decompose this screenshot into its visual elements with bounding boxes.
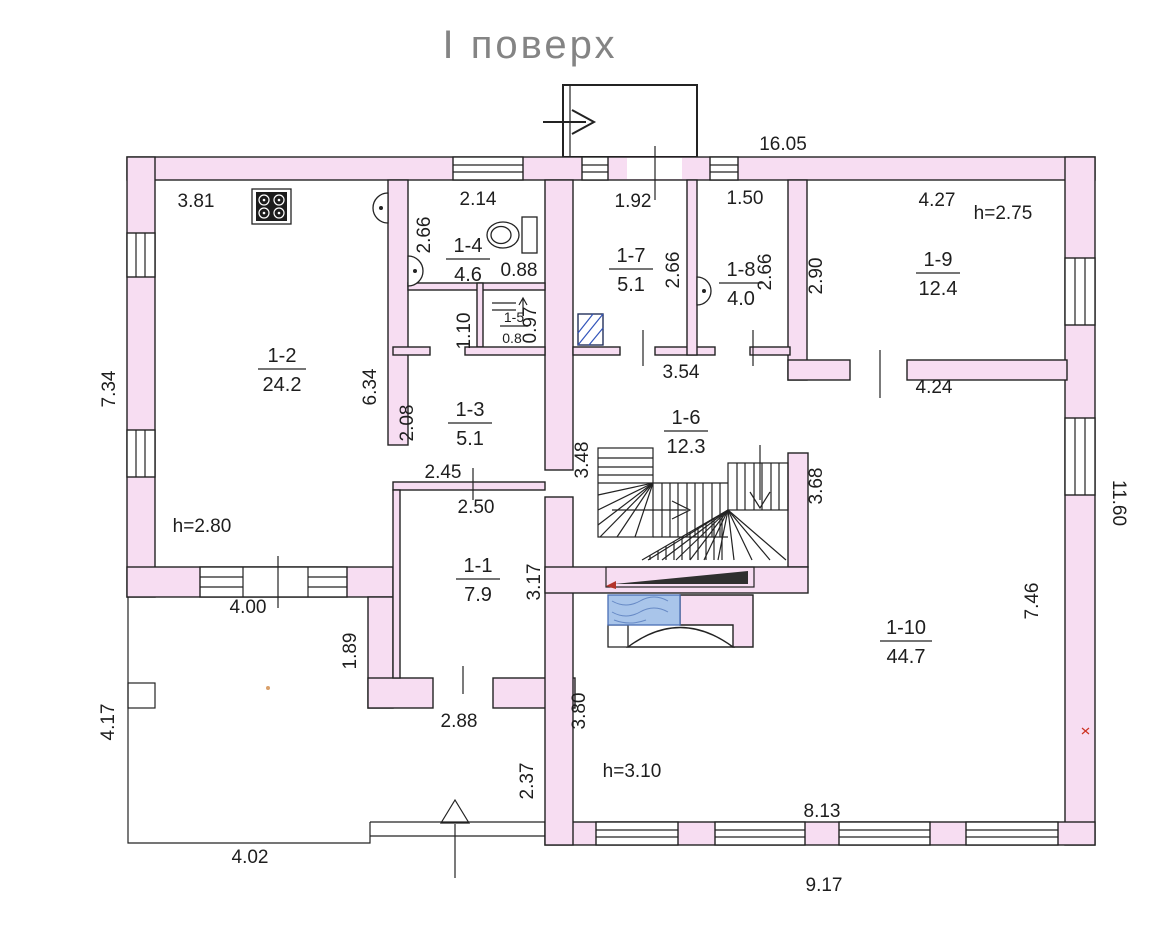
dim-r7-h: 2.66 [663, 252, 684, 289]
page-title: І поверх [443, 23, 618, 67]
dim-passage: 1.89 [340, 633, 361, 670]
toilet-icon [486, 216, 538, 254]
fixtures [251, 188, 712, 346]
stair-section-wedge [614, 571, 748, 584]
svg-text:1-10: 1-10 [886, 617, 926, 639]
dim-r7-w: 1.92 [615, 191, 652, 212]
room-label-1-8: 1-8 4.0 [719, 259, 763, 310]
dim-r10-top: 4.24 [916, 377, 953, 398]
room-label-1-7: 1-7 5.1 [609, 245, 653, 296]
dim-r4-h: 2.66 [414, 217, 435, 254]
dim-r8-w: 1.50 [727, 188, 764, 209]
svg-text:1-2: 1-2 [268, 345, 297, 367]
stairs-down-arrow [749, 491, 771, 510]
windows [126, 156, 1096, 846]
closet-steps [492, 296, 528, 316]
dim-r1-w: 2.50 [458, 497, 495, 518]
wedge-arrow [606, 581, 616, 589]
svg-text:1-8: 1-8 [727, 259, 756, 281]
dim-lobby-w: 1.10 [454, 313, 475, 350]
dim-r2-h: 6.34 [360, 368, 381, 405]
svg-text:0.8: 0.8 [502, 330, 522, 346]
dim-r4-w: 2.14 [460, 189, 497, 210]
dimension-ticks [277, 146, 881, 694]
dim-hall-w: 2.37 [517, 763, 538, 800]
dim-r6-h: 3.48 [572, 442, 593, 479]
dim-r8-h: 2.66 [755, 254, 776, 291]
svg-text:24.2: 24.2 [263, 374, 302, 396]
dimension-labels: 16.05 3.81 2.14 2.66 0.88 1.92 2.66 1.50… [98, 134, 1129, 896]
dim-r2-w: 3.81 [178, 191, 215, 212]
dim-top-total: 16.05 [759, 134, 807, 155]
dim-r1-door: 2.88 [441, 711, 478, 732]
room-label-1-1: 1-1 7.9 [456, 555, 500, 606]
terrace [127, 597, 545, 844]
dim-r4-d: 0.88 [501, 260, 538, 281]
dim-terrace-h: 4.17 [98, 704, 119, 741]
svg-text:1-3: 1-3 [456, 399, 485, 421]
dim-bottom-total: 9.17 [806, 875, 843, 896]
svg-text:44.7: 44.7 [887, 646, 926, 668]
svg-text:5.1: 5.1 [456, 428, 484, 450]
dim-r2-win: 4.00 [230, 597, 267, 618]
room-label-1-6: 1-6 12.3 [664, 407, 708, 458]
room-label-1-2: 1-2 24.2 [258, 345, 306, 396]
room-label-1-10: 1-10 44.7 [880, 617, 932, 668]
svg-text:1-6: 1-6 [672, 407, 701, 429]
svg-text:1-7: 1-7 [617, 245, 646, 267]
sink-icon [407, 255, 424, 287]
room-label-1-3: 1-3 5.1 [448, 399, 492, 450]
dim-r1-h: 3.17 [524, 564, 545, 601]
dim-left-total: 7.34 [99, 370, 120, 407]
sink-icon [696, 276, 712, 306]
entry-arrows [439, 109, 597, 878]
svg-text:1-9: 1-9 [924, 249, 953, 271]
svg-text:1-4: 1-4 [454, 235, 483, 257]
dim-terrace-w: 4.02 [232, 847, 269, 868]
boiler-icon [577, 313, 604, 346]
dim-r3-h: 2.08 [397, 405, 418, 442]
dim-r10-left: 3.68 [806, 468, 827, 505]
svg-text:1-1: 1-1 [464, 555, 493, 577]
marks [266, 686, 1090, 735]
dim-right-total: 11.60 [1108, 480, 1129, 526]
svg-text:12.3: 12.3 [667, 436, 706, 458]
dim-r10-right: 7.46 [1022, 583, 1043, 620]
room-labels: 1-2 24.2 1-4 4.6 1-5 0.8 1-7 5.1 1-8 4.0… [258, 235, 960, 668]
svg-text:4.0: 4.0 [727, 288, 755, 310]
height-r9: h=2.75 [974, 203, 1033, 224]
svg-text:4.6: 4.6 [454, 264, 482, 286]
dim-r9-h: 2.90 [806, 258, 827, 295]
svg-text:1-5: 1-5 [504, 309, 524, 325]
dim-r6-w: 3.54 [663, 362, 700, 383]
dim-r3-w: 2.45 [425, 462, 462, 483]
svg-text:12.4: 12.4 [919, 278, 958, 300]
sink-icon [372, 192, 389, 224]
room-label-1-9: 1-9 12.4 [916, 249, 960, 300]
room-label-1-4: 1-4 4.6 [446, 235, 490, 286]
svg-text:7.9: 7.9 [464, 584, 492, 606]
dim-hall-left: 3.80 [569, 693, 590, 730]
stove-icon [251, 188, 292, 225]
exterior-walls [126, 156, 1096, 846]
dim-r9-w: 4.27 [919, 190, 956, 211]
room-label-1-5: 1-5 0.8 [500, 309, 528, 346]
fireplace [607, 594, 754, 648]
dim-bottom-win: 8.13 [804, 801, 841, 822]
height-r2: h=2.80 [173, 516, 232, 537]
height-r10: h=3.10 [603, 761, 662, 782]
dim-r5-h: 0.97 [520, 307, 541, 344]
svg-text:5.1: 5.1 [617, 274, 645, 296]
terrace-pillar [127, 682, 156, 709]
interior-walls [387, 179, 1068, 679]
stairs [597, 445, 789, 589]
